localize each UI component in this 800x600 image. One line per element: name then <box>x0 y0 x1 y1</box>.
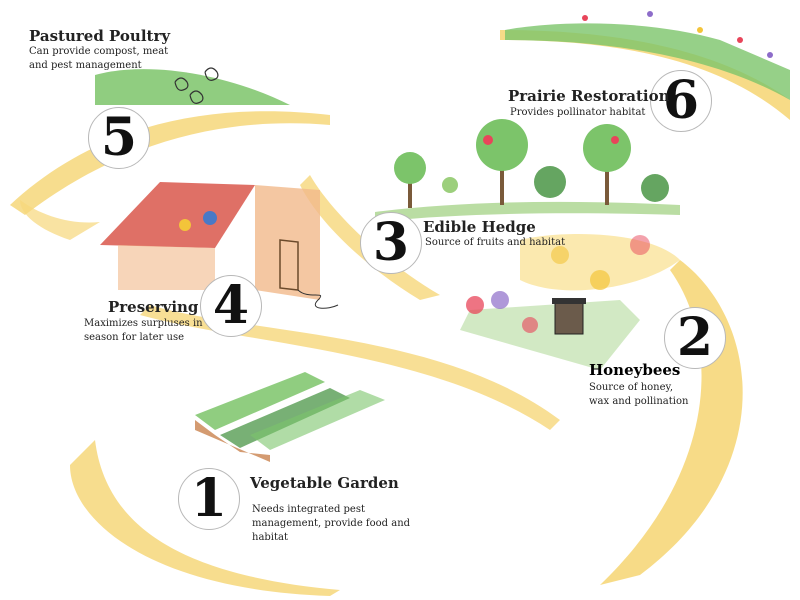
step-title-pastured-poultry: Pastured Poultry <box>29 27 171 45</box>
shed-front-wall <box>118 245 215 290</box>
step-number-1: 1 <box>178 468 240 530</box>
shed-icon <box>100 182 339 309</box>
veg-bed-1 <box>195 372 325 430</box>
step-title-honeybees: Honeybees <box>589 361 681 379</box>
step-title-prairie-restoration: Prairie Restoration <box>508 87 670 105</box>
veg-bed-2 <box>220 388 350 448</box>
step-description-preserving: Maximizes surpluses in season for later … <box>84 318 203 343</box>
step-number-4: 4 <box>200 275 262 337</box>
step-description-edible-hedge: Source of fruits and habitat <box>425 237 566 248</box>
prairie-grass <box>505 23 790 100</box>
poultry-illustration <box>95 67 290 105</box>
veg-soil <box>195 420 270 462</box>
step-description-vegetable-garden: Needs integrated pest management, provid… <box>252 504 411 543</box>
step-description-honeybees: Source of honey, wax and pollination <box>589 382 689 407</box>
poultry-hill <box>95 69 290 105</box>
vegetable-bed-icon <box>195 372 385 462</box>
arc-center <box>300 175 440 300</box>
prairie-flowers <box>582 11 773 58</box>
tree-icon <box>394 119 669 208</box>
arc-bottom-left <box>70 440 340 596</box>
arc-left-shed <box>20 200 100 240</box>
step-title-preserving: Preserving <box>108 298 199 316</box>
shed-hose <box>297 289 339 309</box>
step-description-pastured-poultry: Can provide compost, meat and pest manag… <box>29 46 169 71</box>
shed-side-wall <box>255 185 320 300</box>
veg-bed-3 <box>250 390 385 450</box>
step-number-6: 6 <box>650 70 712 132</box>
step-number-2: 2 <box>664 307 726 369</box>
prairie-illustration <box>505 11 790 100</box>
step-number-5: 5 <box>88 107 150 169</box>
chicken-icon <box>174 67 219 104</box>
hedge-ground <box>375 201 680 222</box>
hive-meadow <box>460 300 640 370</box>
step-description-prairie-restoration: Provides pollinator habitat <box>510 107 646 118</box>
shed-roof <box>100 182 255 248</box>
step-title-edible-hedge: Edible Hedge <box>423 218 536 236</box>
step-number-3: 3 <box>360 212 422 274</box>
step-title-vegetable-garden: Vegetable Garden <box>250 474 399 492</box>
arc-middle <box>140 305 560 430</box>
hedge-illustration <box>375 119 680 222</box>
beehive-icon <box>460 235 650 370</box>
beehive-box <box>554 301 584 335</box>
arc-top-left <box>10 111 330 215</box>
